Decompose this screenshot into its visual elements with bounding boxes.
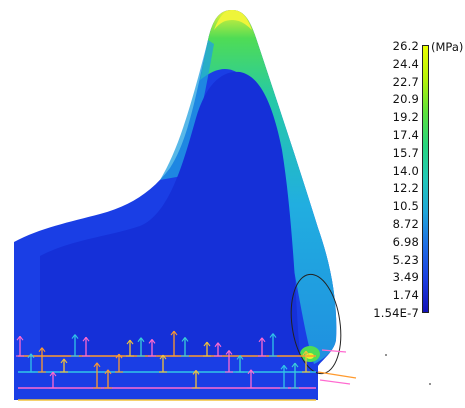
bc-arrow xyxy=(214,342,219,348)
bc-arrow xyxy=(159,354,164,360)
model-left-band xyxy=(160,40,214,180)
bc-arrow xyxy=(258,337,263,343)
bc-arrow xyxy=(96,362,101,368)
bc-arrow xyxy=(302,350,307,356)
bc-arrow xyxy=(107,369,112,375)
bc-arrow xyxy=(151,339,156,344)
bc-arrow xyxy=(291,362,296,368)
bc-arrow xyxy=(319,379,351,385)
bc-arrow xyxy=(261,337,266,343)
bc-arrow xyxy=(192,370,197,375)
annotation-ellipse xyxy=(290,273,342,375)
model-rim-band xyxy=(200,10,337,364)
bc-arrow xyxy=(74,334,79,339)
bc-arrow xyxy=(305,350,310,356)
bc-arrow xyxy=(181,337,186,342)
stray-mark xyxy=(429,383,431,385)
bc-arrow xyxy=(203,341,208,347)
bc-arrow xyxy=(195,370,200,375)
bc-arrow xyxy=(137,337,142,343)
bc-arrow xyxy=(63,358,68,364)
bc-arrow xyxy=(16,335,21,341)
bc-arrow xyxy=(140,337,145,343)
bc-arrow xyxy=(317,371,357,379)
bc-arrow xyxy=(129,339,134,345)
bc-arrow xyxy=(217,342,222,348)
bc-arrow xyxy=(283,364,288,370)
bc-arrow xyxy=(30,353,35,359)
bc-arrow xyxy=(49,371,54,377)
bc-arrow xyxy=(294,362,299,368)
bc-arrow xyxy=(239,355,244,360)
bc-arrow xyxy=(126,339,131,345)
bc-arrow xyxy=(38,347,43,353)
bc-arrow xyxy=(225,350,230,355)
bc-arrow xyxy=(27,353,32,359)
bc-arrow xyxy=(104,369,109,375)
bc-arrow xyxy=(60,358,65,364)
bc-arrow xyxy=(93,362,98,368)
bc-arrow xyxy=(41,347,46,353)
boundary-condition-markers xyxy=(16,330,357,401)
bc-arrow xyxy=(247,369,252,375)
bc-arrow xyxy=(250,369,255,375)
bc-arrow xyxy=(82,336,87,342)
bc-arrow xyxy=(206,341,211,347)
bc-arrow xyxy=(148,339,153,344)
stray-mark xyxy=(385,354,387,356)
bc-arrow xyxy=(118,353,123,359)
bc-arrow xyxy=(71,334,76,339)
bc-arrow xyxy=(269,333,274,338)
bc-arrow xyxy=(162,354,167,360)
bc-arrow xyxy=(184,337,189,342)
bc-arrow xyxy=(272,333,277,338)
bc-arrow xyxy=(52,371,57,377)
bc-arrow xyxy=(228,350,233,355)
bc-arrow xyxy=(321,349,347,353)
bc-arrow xyxy=(170,330,175,336)
bc-arrow xyxy=(280,364,285,370)
model-peak-highlight xyxy=(214,10,252,30)
bc-arrow xyxy=(19,335,24,341)
model-inner-core xyxy=(40,71,300,356)
bc-arrow xyxy=(115,353,120,359)
bc-arrow xyxy=(236,355,241,360)
bc-arrow xyxy=(85,336,90,342)
bc-arrow xyxy=(173,330,178,336)
